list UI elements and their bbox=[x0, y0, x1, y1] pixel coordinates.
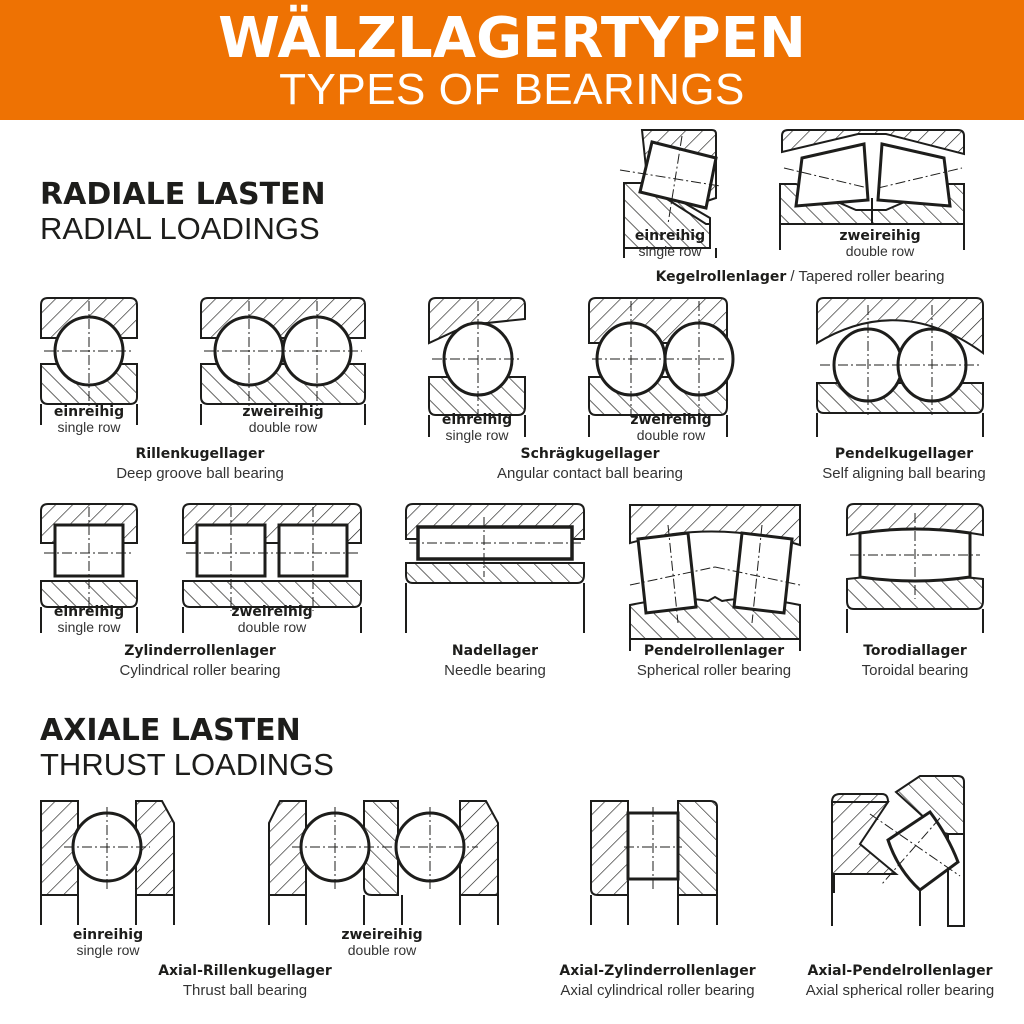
spherical-name-de: Pendelrollenlager bbox=[643, 643, 785, 659]
label-double-de: zweireihig bbox=[242, 404, 324, 420]
deep-groove-name-de: Rillenkugellager bbox=[135, 446, 265, 462]
cylindrical-single-diagram bbox=[40, 503, 138, 633]
tapered-double-label: zweireihig double row bbox=[790, 229, 970, 259]
angular-contact-single-diagram bbox=[428, 297, 526, 437]
label-single-en: single row bbox=[445, 427, 509, 443]
self-aligning-diagram bbox=[816, 297, 984, 437]
angular-contact-double-diagram bbox=[588, 297, 735, 437]
needle-caption: Nadellager Needle bearing bbox=[415, 642, 575, 680]
self-aligning-caption: Pendelkugellager Self aligning ball bear… bbox=[800, 445, 1008, 483]
label-single-en: single row bbox=[57, 419, 121, 435]
angular-contact-single-label: einreihig single row bbox=[428, 413, 526, 443]
self-aligning-name-de: Pendelkugellager bbox=[834, 446, 974, 462]
label-single-de: einreihig bbox=[72, 927, 144, 943]
cylindrical-double-diagram bbox=[182, 503, 362, 633]
label-double-de: zweireihig bbox=[630, 412, 712, 428]
cylindrical-name-en: Cylindrical roller bearing bbox=[119, 662, 281, 679]
deep-groove-name-en: Deep groove ball bearing bbox=[116, 465, 284, 482]
title-german: WÄLZLAGERTYPEN bbox=[218, 6, 806, 71]
label-double-en: double row bbox=[845, 243, 915, 259]
thrust-ball-single-diagram bbox=[40, 800, 175, 925]
toroidal-name-en: Toroidal bearing bbox=[861, 662, 969, 679]
thrust-ball-name-de: Axial-Rillenkugellager bbox=[158, 963, 332, 979]
section-radial-heading: RADIALE LASTEN RADIAL LOADINGS bbox=[40, 178, 326, 246]
deep-groove-caption: Rillenkugellager Deep groove ball bearin… bbox=[80, 445, 320, 483]
tapered-double-diagram bbox=[779, 129, 965, 250]
thrust-ball-single-label: einreihig single row bbox=[58, 928, 158, 958]
label-double-en: double row bbox=[636, 427, 706, 443]
section-radial-title-en: RADIAL LOADINGS bbox=[40, 211, 320, 246]
angular-contact-name-en: Angular contact ball bearing bbox=[497, 465, 683, 482]
tapered-single-diagram bbox=[619, 129, 721, 258]
title-english: TYPES OF BEARINGS bbox=[279, 65, 745, 114]
tapered-caption: Kegelrollenlager / Tapered roller bearin… bbox=[620, 266, 980, 287]
section-radial-title-de: RADIALE LASTEN bbox=[40, 177, 326, 212]
tapered-name-en: Tapered roller bearing bbox=[798, 268, 945, 285]
thrust-ball-caption: Axial-Rillenkugellager Thrust ball beari… bbox=[140, 962, 350, 1000]
cylindrical-single-label: einreihig single row bbox=[40, 605, 138, 635]
spherical-roller-diagram bbox=[629, 504, 801, 651]
toroidal-diagram bbox=[846, 503, 984, 633]
caption-separator: / bbox=[786, 268, 799, 285]
thrust-ball-double-label: zweireihig double row bbox=[332, 928, 432, 958]
spherical-name-en: Spherical roller bearing bbox=[636, 662, 792, 679]
label-single-de: einreihig bbox=[53, 604, 125, 620]
section-axial-title-en: THRUST LOADINGS bbox=[40, 747, 334, 782]
label-single-en: single row bbox=[57, 619, 121, 635]
axial-spherical-diagram bbox=[831, 775, 965, 927]
self-aligning-name-en: Self aligning ball bearing bbox=[822, 465, 986, 482]
label-double-en: double row bbox=[237, 619, 307, 635]
label-double-de: zweireihig bbox=[341, 927, 423, 943]
axial-spherical-name-en: Axial spherical roller bearing bbox=[805, 982, 995, 999]
needle-name-en: Needle bearing bbox=[444, 662, 546, 679]
label-double-de: zweireihig bbox=[231, 604, 313, 620]
deep-groove-single-diagram bbox=[40, 297, 138, 425]
angular-contact-name-de: Schrägkugellager bbox=[520, 446, 660, 462]
tapered-name-de: Kegelrollenlager bbox=[655, 269, 787, 285]
deep-groove-double-diagram bbox=[200, 297, 366, 425]
label-single-en: single row bbox=[76, 942, 140, 958]
toroidal-caption: Torodiallager Toroidal bearing bbox=[835, 642, 995, 680]
angular-contact-double-label: zweireihig double row bbox=[588, 413, 754, 443]
label-double-en: double row bbox=[248, 419, 318, 435]
axial-spherical-caption: Axial-Pendelrollenlager Axial spherical … bbox=[790, 962, 1010, 1000]
thrust-ball-double-diagram bbox=[268, 800, 499, 925]
needle-name-de: Nadellager bbox=[451, 643, 539, 659]
deep-groove-double-label: zweireihig double row bbox=[200, 405, 366, 435]
label-single-de: einreihig bbox=[634, 228, 706, 244]
angular-contact-caption: Schrägkugellager Angular contact ball be… bbox=[470, 445, 710, 483]
axial-cylindrical-name-de: Axial-Zylinderrollenlager bbox=[559, 963, 756, 979]
needle-bearing-diagram bbox=[405, 503, 585, 633]
axial-spherical-name-de: Axial-Pendelrollenlager bbox=[807, 963, 993, 979]
section-axial-title-de: AXIALE LASTEN bbox=[40, 713, 301, 748]
tapered-single-label: einreihig single row bbox=[620, 229, 720, 259]
section-axial-heading: AXIALE LASTEN THRUST LOADINGS bbox=[40, 714, 334, 782]
thrust-ball-name-en: Thrust ball bearing bbox=[182, 982, 308, 999]
cylindrical-caption: Zylinderrollenlager Cylindrical roller b… bbox=[80, 642, 320, 680]
axial-cylindrical-diagram bbox=[590, 800, 718, 925]
label-double-de: zweireihig bbox=[839, 228, 921, 244]
axial-cylindrical-name-en: Axial cylindrical roller bearing bbox=[560, 982, 755, 999]
spherical-caption: Pendelrollenlager Spherical roller beari… bbox=[614, 642, 814, 680]
axial-cylindrical-caption: Axial-Zylinderrollenlager Axial cylindri… bbox=[540, 962, 775, 1000]
cylindrical-double-label: zweireihig double row bbox=[182, 605, 362, 635]
cylindrical-name-de: Zylinderrollenlager bbox=[124, 643, 276, 659]
deep-groove-single-label: einreihig single row bbox=[40, 405, 138, 435]
header-banner: WÄLZLAGERTYPEN TYPES OF BEARINGS bbox=[0, 0, 1024, 120]
label-single-de: einreihig bbox=[53, 404, 125, 420]
label-single-de: einreihig bbox=[441, 412, 513, 428]
toroidal-name-de: Torodiallager bbox=[863, 643, 967, 659]
label-single-en: single row bbox=[638, 243, 702, 259]
label-double-en: double row bbox=[347, 942, 417, 958]
